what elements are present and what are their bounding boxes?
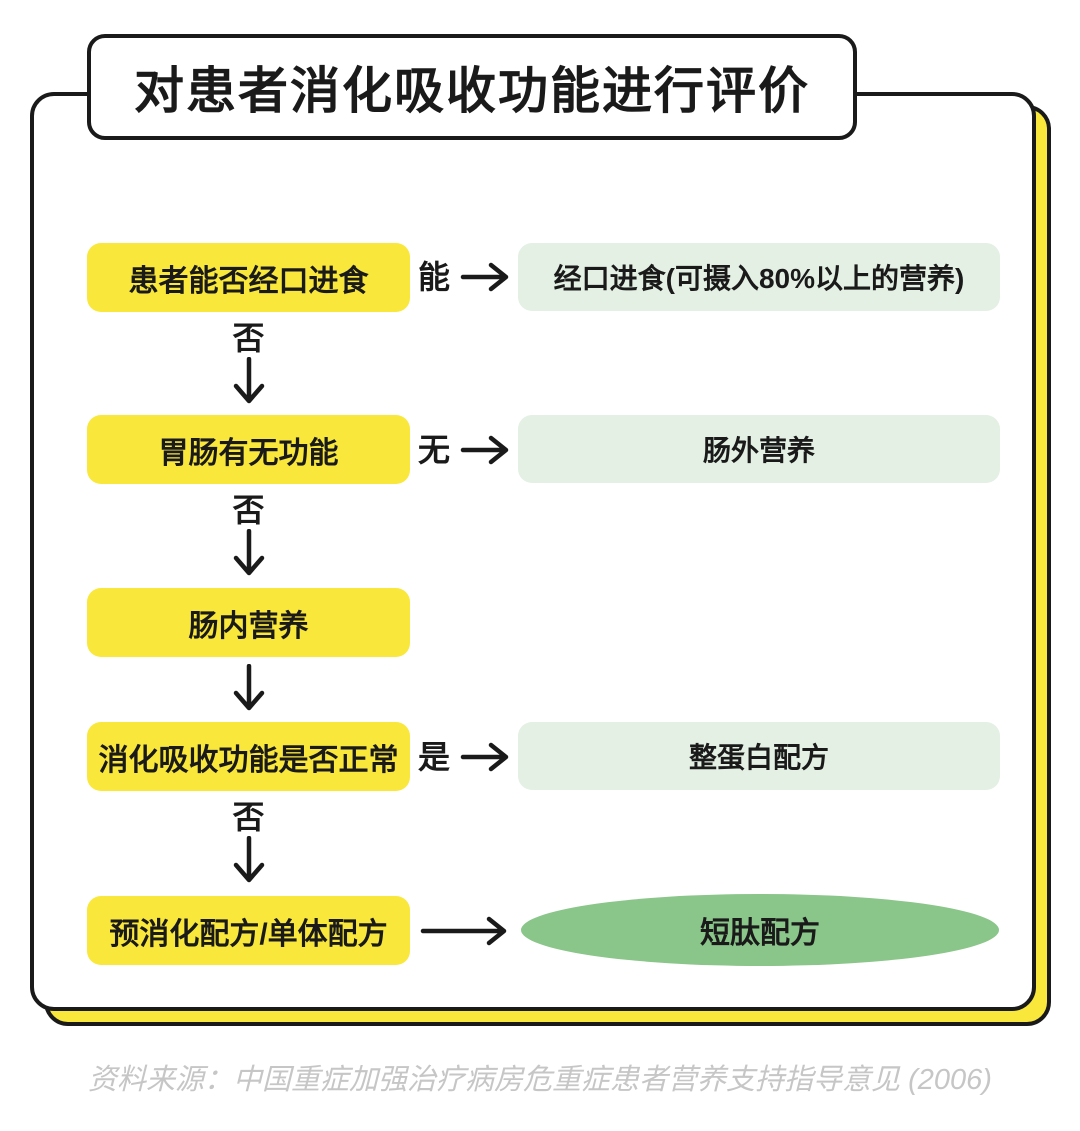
- source-citation: 资料来源：中国重症加强治疗病房危重症患者营养支持指导意见 (2006): [88, 1064, 992, 1096]
- no-label: 否: [232, 320, 265, 356]
- branch-label: 无: [417, 432, 450, 468]
- down-arrow-icon: [87, 836, 410, 884]
- right-arrow-icon: [460, 740, 512, 774]
- decision-box-gi-function: 胃肠有无功能: [87, 415, 410, 484]
- right-arrow-icon: [460, 433, 512, 467]
- down-arrow-icon: [87, 357, 410, 405]
- result-box-oral-feeding: 经口进食(可摄入80%以上的营养): [518, 243, 1000, 311]
- page-title: 对患者消化吸收功能进行评价: [87, 34, 857, 140]
- right-arrow-icon: [460, 260, 512, 294]
- branch-none-gi: 无: [412, 428, 518, 472]
- decision-box-enteral-nutrition: 肠内营养: [87, 588, 410, 657]
- branch-yes-oral: 能: [412, 255, 518, 299]
- branch-yes-digestion: 是: [412, 735, 518, 779]
- decision-box-predigested-formula: 预消化配方/单体配方: [87, 896, 410, 965]
- decision-box-digestion-normal: 消化吸收功能是否正常: [87, 722, 410, 791]
- decision-box-oral-intake: 患者能否经口进食: [87, 243, 410, 312]
- result-box-whole-protein-formula: 整蛋白配方: [518, 722, 1000, 790]
- down-arrow-icon: [87, 664, 410, 712]
- final-ellipse-short-peptide-formula: 短肽配方: [521, 894, 999, 966]
- result-box-parenteral-nutrition: 肠外营养: [518, 415, 1000, 483]
- no-label: 否: [232, 492, 265, 528]
- branch-label: 能: [417, 259, 450, 295]
- down-arrow-icon: [87, 529, 410, 577]
- long-right-arrow-icon: [412, 913, 518, 949]
- branch-label: 是: [417, 739, 450, 775]
- no-label: 否: [232, 799, 265, 835]
